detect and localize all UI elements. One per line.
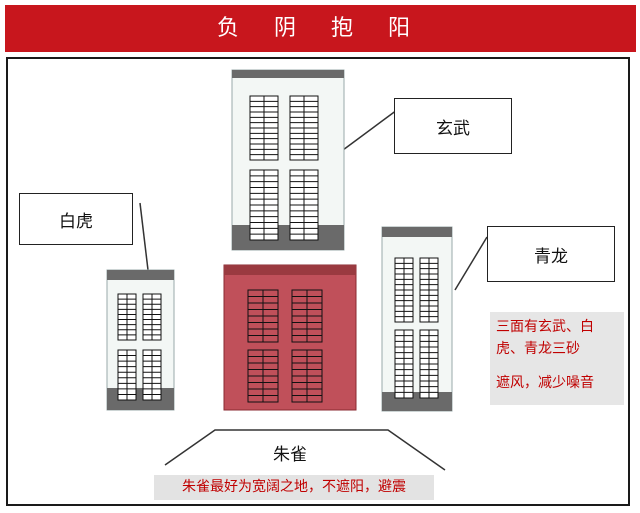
north-leader-line — [342, 109, 398, 151]
south-label: 朱雀 — [273, 445, 307, 465]
note-box: 三面有玄武、白虎、青龙三砂 遮风，减少噪音 — [490, 312, 624, 405]
note-line-1: 三面有玄武、白虎、青龙三砂 — [496, 319, 594, 357]
west-label: 白虎 — [59, 211, 93, 232]
west-label-box: 白虎 — [19, 193, 133, 245]
west-leader-line — [139, 202, 149, 271]
note-line-2: 遮风，减少噪音 — [496, 375, 594, 391]
east-label-box: 青龙 — [487, 226, 615, 282]
north-building — [231, 69, 345, 251]
west-building — [106, 269, 175, 411]
east-label: 青龙 — [534, 246, 568, 267]
center-building — [223, 264, 357, 411]
south-open-ground — [164, 429, 446, 471]
north-label: 玄武 — [436, 118, 470, 139]
east-leader-line — [454, 236, 488, 291]
page-title: 负 阴 抱 阳 — [5, 5, 636, 52]
north-label-box: 玄武 — [394, 98, 512, 154]
caption: 朱雀最好为宽阔之地，不遮阳，避震 — [154, 475, 434, 500]
east-building — [381, 226, 453, 412]
